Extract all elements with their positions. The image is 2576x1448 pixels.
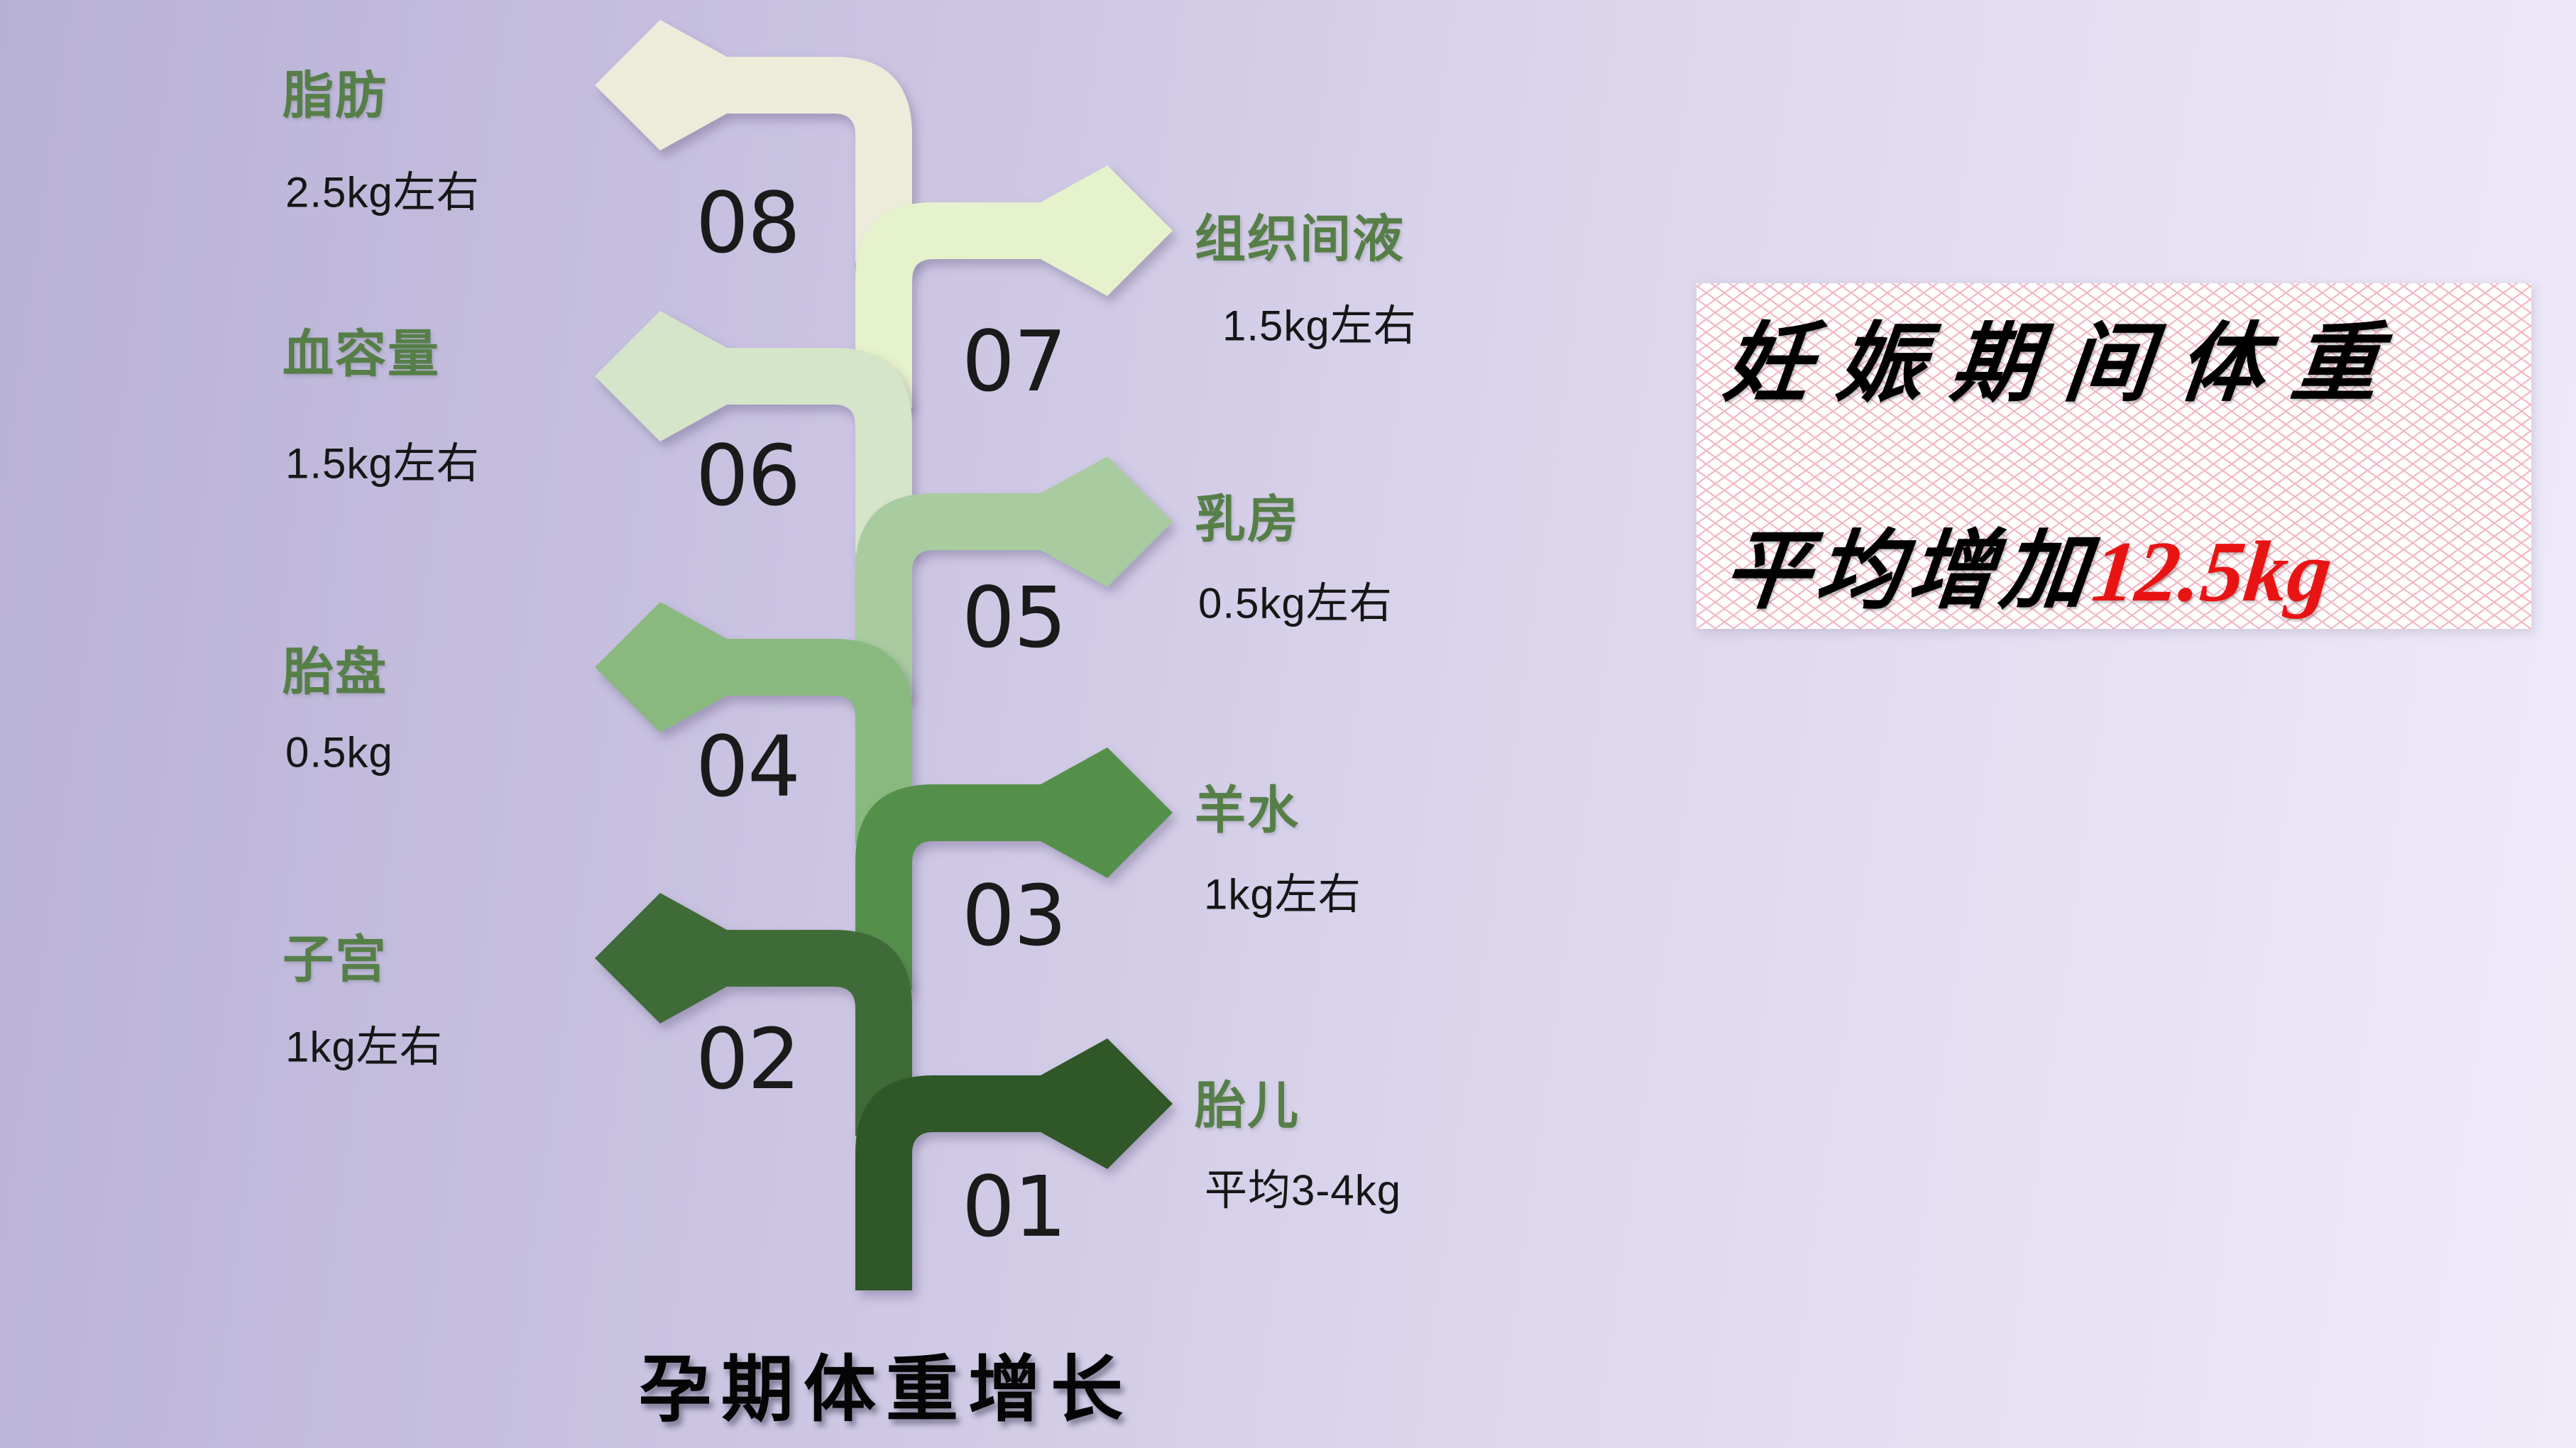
branch-arrow-07 bbox=[855, 165, 1173, 408]
branch-arrow-03 bbox=[855, 747, 1173, 990]
title-box-line2: 平均增加12.5kg bbox=[1719, 500, 2339, 626]
branch-label-08: 脂肪 bbox=[283, 67, 388, 125]
title-box: 妊娠期间体重 平均增加12.5kg bbox=[1697, 283, 2531, 629]
branch-arrow-04 bbox=[595, 602, 912, 845]
branch-label-05: 乳房 bbox=[1195, 491, 1300, 549]
branch-value-05: 0.5kg左右 bbox=[1198, 579, 1393, 627]
branch-arrow-06 bbox=[595, 311, 912, 554]
branch-number-01: 01 bbox=[961, 1158, 1067, 1256]
branch-arrow-08 bbox=[595, 20, 912, 263]
title-box-highlight-value: 12.5kg bbox=[2088, 524, 2337, 620]
branch-label-07: 组织间液 bbox=[1195, 211, 1405, 268]
branch-label-03: 羊水 bbox=[1195, 782, 1300, 840]
diagram-title: 孕期体重增长 bbox=[639, 1351, 1133, 1431]
branch-number-08: 08 bbox=[695, 174, 801, 272]
branch-number-06: 06 bbox=[695, 427, 801, 525]
branch-label-04: 胎盘 bbox=[283, 644, 388, 701]
branch-value-07: 1.5kg左右 bbox=[1222, 302, 1417, 350]
branch-value-06: 1.5kg左右 bbox=[285, 439, 480, 488]
branch-number-03: 03 bbox=[961, 867, 1067, 965]
branch-number-07: 07 bbox=[961, 312, 1067, 410]
branch-label-06: 血容量 bbox=[283, 326, 441, 383]
branch-value-04: 0.5kg bbox=[285, 728, 393, 777]
branch-number-05: 05 bbox=[961, 569, 1067, 667]
branch-label-01: 胎儿 bbox=[1195, 1077, 1300, 1135]
branch-arrow-01 bbox=[855, 1038, 1173, 1290]
branch-value-08: 2.5kg左右 bbox=[285, 168, 480, 216]
branch-number-02: 02 bbox=[695, 1010, 801, 1108]
title-box-line1: 妊娠期间体重 bbox=[1719, 317, 2411, 412]
branch-value-03: 1kg左右 bbox=[1204, 870, 1361, 918]
branch-value-01: 平均3-4kg bbox=[1205, 1166, 1402, 1214]
branch-number-04: 04 bbox=[695, 718, 801, 816]
branch-arrow-05 bbox=[855, 456, 1173, 699]
title-box-line2-black: 平均增加 bbox=[1719, 524, 2098, 620]
branch-value-02: 1kg左右 bbox=[285, 1023, 443, 1071]
branch-label-02: 子宫 bbox=[283, 931, 388, 989]
branch-arrow-02 bbox=[595, 893, 912, 1136]
